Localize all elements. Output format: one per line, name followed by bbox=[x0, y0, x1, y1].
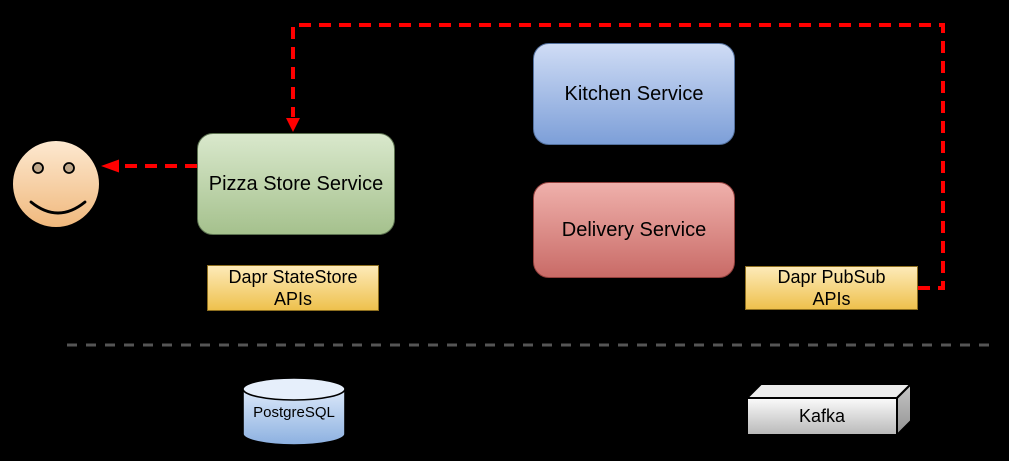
node-dapr-statestore-apis: Dapr StateStore APIs bbox=[207, 265, 379, 311]
node-kitchen-service: Kitchen Service bbox=[533, 43, 735, 145]
node-pizza-store-service: Pizza Store Service bbox=[197, 133, 395, 235]
connector-pubsub-to-pizza-store bbox=[286, 23, 945, 290]
node-delivery-service: Delivery Service bbox=[533, 182, 735, 278]
dapr-statestore-label-line2: APIs bbox=[273, 289, 312, 309]
dapr-pubsub-label-line2: APIs bbox=[812, 289, 851, 309]
smiley-left-eye bbox=[32, 162, 44, 174]
pizza-store-service-label: Pizza Store Service bbox=[208, 172, 384, 195]
database-cylinder-icon bbox=[242, 377, 346, 446]
dapr-pubsub-label-line1: Dapr PubSub bbox=[777, 267, 886, 287]
kafka-3d-box-icon bbox=[746, 383, 912, 436]
smiley-face-icon bbox=[11, 139, 101, 229]
node-dapr-pubsub-apis: Dapr PubSub APIs bbox=[745, 266, 918, 310]
dapr-statestore-label-line1: Dapr StateStore bbox=[228, 267, 358, 287]
smiley-mouth bbox=[29, 200, 87, 215]
postgresql-label: PostgreSQL bbox=[253, 403, 335, 421]
delivery-service-label: Delivery Service bbox=[561, 218, 707, 241]
arrowhead-left-icon bbox=[101, 159, 119, 173]
kitchen-service-label: Kitchen Service bbox=[564, 82, 704, 105]
arrowhead-down-icon bbox=[286, 118, 300, 132]
smiley-right-eye bbox=[63, 162, 75, 174]
connector-pizza-store-to-user bbox=[101, 159, 197, 173]
kafka-label: Kafka bbox=[798, 406, 846, 426]
